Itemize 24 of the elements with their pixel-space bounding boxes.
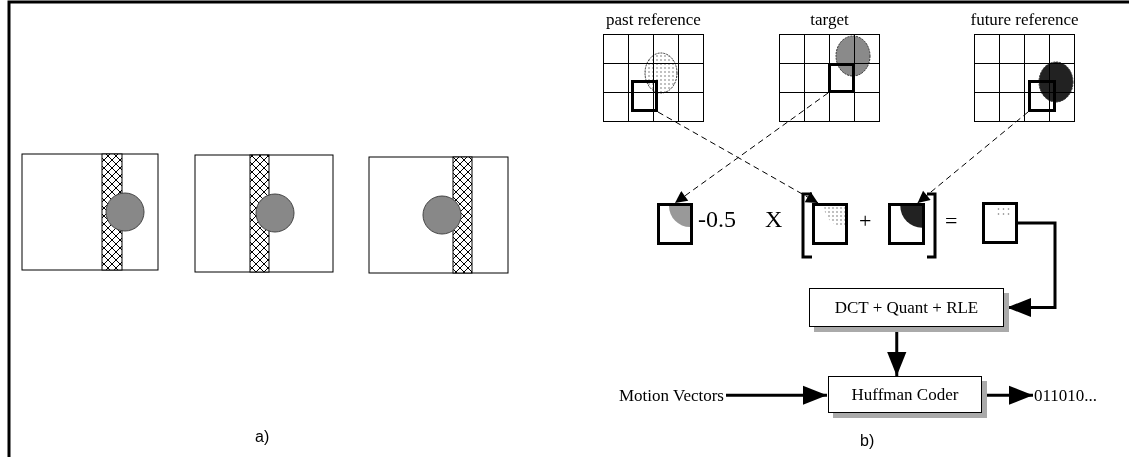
panel-label: a) [255,428,270,446]
output-bitstream-text: 011010... [1034,384,1120,408]
macroblock-square [828,63,855,93]
frame-title: past reference [606,10,701,30]
operator-text: + [859,208,872,234]
macroblock-square [1028,80,1056,112]
operator-text: = [945,208,958,234]
image-block [888,203,925,245]
arrow [726,385,827,405]
operator-text: -0.5 [698,206,736,233]
dashed-arrow [917,111,1029,204]
arrow [984,385,1033,405]
operator-text: X [765,206,783,233]
image-block [812,203,848,245]
image-block [657,203,693,245]
image-block [982,202,1018,244]
frame-title: target [810,10,849,30]
dashed-arrow [657,111,819,204]
arrow [1007,221,1057,318]
dashed-arrow [674,92,829,204]
panel-label: b) [860,432,875,450]
macroblock-square [631,80,658,112]
frame-title: future reference [970,10,1079,30]
input-label: Motion Vectors [588,384,724,408]
